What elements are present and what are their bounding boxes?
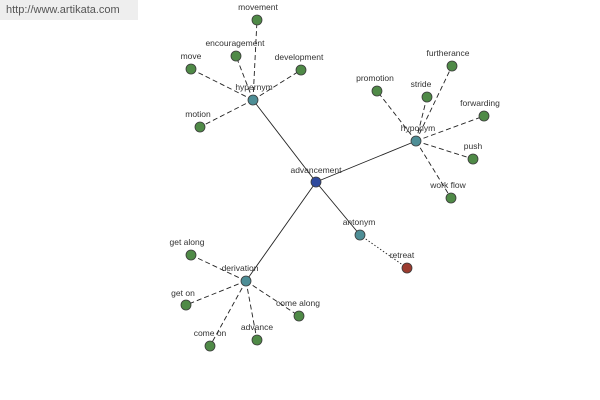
word-label-promotion: promotion	[356, 73, 394, 83]
edge-derivation-get-along	[190, 254, 247, 282]
word-node-movement[interactable]	[251, 14, 263, 26]
word-label-come-on: come on	[194, 328, 227, 338]
edge-derivation-come-on	[209, 280, 247, 347]
root-node-label: advancement	[290, 165, 342, 175]
word-node-development[interactable]	[295, 64, 307, 76]
graph-edges	[185, 19, 485, 347]
word-node-forwarding[interactable]	[478, 110, 490, 122]
word-node-advance[interactable]	[251, 334, 263, 346]
edge-hypernym-encouragement	[235, 55, 254, 101]
word-node-encouragement[interactable]	[230, 50, 242, 62]
edge-derivation-come-along	[245, 280, 300, 317]
relation-node-derivation[interactable]	[240, 275, 252, 287]
graph-labels: advancement hypernym movement encouragement…	[170, 2, 501, 338]
word-node-stride[interactable]	[421, 91, 433, 103]
edge-root-hyponym	[315, 140, 417, 183]
word-node-motion[interactable]	[194, 121, 206, 133]
relation-node-hyponym[interactable]	[410, 135, 422, 147]
word-label-work-flow: work flow	[429, 180, 466, 190]
edge-root-antonym	[315, 181, 361, 236]
word-label-development: development	[275, 52, 324, 62]
word-node-retreat[interactable]	[401, 262, 413, 274]
edge-hypernym-development	[252, 69, 302, 101]
edge-root-derivation	[245, 181, 317, 282]
edge-hyponym-work-flow	[415, 140, 452, 199]
edge-derivation-get-on	[185, 280, 247, 306]
word-node-come-along[interactable]	[293, 310, 305, 322]
relation-label-antonym: antonym	[343, 217, 376, 227]
word-node-get-along[interactable]	[185, 249, 197, 261]
word-label-get-along: get along	[170, 237, 205, 247]
word-node-move[interactable]	[185, 63, 197, 75]
word-label-push: push	[464, 141, 483, 151]
word-label-get-on: get on	[171, 288, 195, 298]
word-label-stride: stride	[411, 79, 432, 89]
edge-hypernym-motion	[199, 99, 254, 128]
word-label-motion: motion	[185, 109, 211, 119]
word-label-encouragement: encouragement	[205, 38, 265, 48]
edge-derivation-advance	[245, 280, 258, 341]
word-label-movement: movement	[238, 2, 278, 12]
edge-antonym-retreat	[359, 234, 408, 269]
relation-label-hyponym: hyponym	[401, 123, 436, 133]
graph-nodes	[180, 14, 490, 352]
edge-root-hypernym	[252, 99, 317, 183]
edge-hyponym-forwarding	[415, 115, 485, 142]
edge-hyponym-promotion	[376, 90, 417, 142]
relation-node-hypernym[interactable]	[247, 94, 259, 106]
word-label-move: move	[181, 51, 202, 61]
word-label-retreat: retreat	[390, 250, 415, 260]
word-node-come-on[interactable]	[204, 340, 216, 352]
site-url-badge[interactable]: http://www.artikata.com	[0, 0, 138, 20]
edge-hypernym-movement	[252, 19, 258, 101]
word-node-work-flow[interactable]	[445, 192, 457, 204]
edge-hyponym-stride	[415, 96, 428, 142]
edge-hyponym-furtherance	[415, 65, 453, 142]
relation-node-antonym[interactable]	[354, 229, 366, 241]
word-label-forwarding: forwarding	[460, 98, 500, 108]
word-node-get-on[interactable]	[180, 299, 192, 311]
root-node-advancement[interactable]	[310, 176, 322, 188]
word-node-promotion[interactable]	[371, 85, 383, 97]
relation-label-hypernym: hypernym	[235, 82, 272, 92]
relation-label-derivation: derivation	[222, 263, 259, 273]
word-node-push[interactable]	[467, 153, 479, 165]
word-node-furtherance[interactable]	[446, 60, 458, 72]
edge-hyponym-push	[415, 140, 474, 160]
edge-hypernym-move	[190, 68, 254, 101]
word-label-furtherance: furtherance	[427, 48, 470, 58]
word-label-advance: advance	[241, 322, 273, 332]
word-label-come-along: come along	[276, 298, 320, 308]
